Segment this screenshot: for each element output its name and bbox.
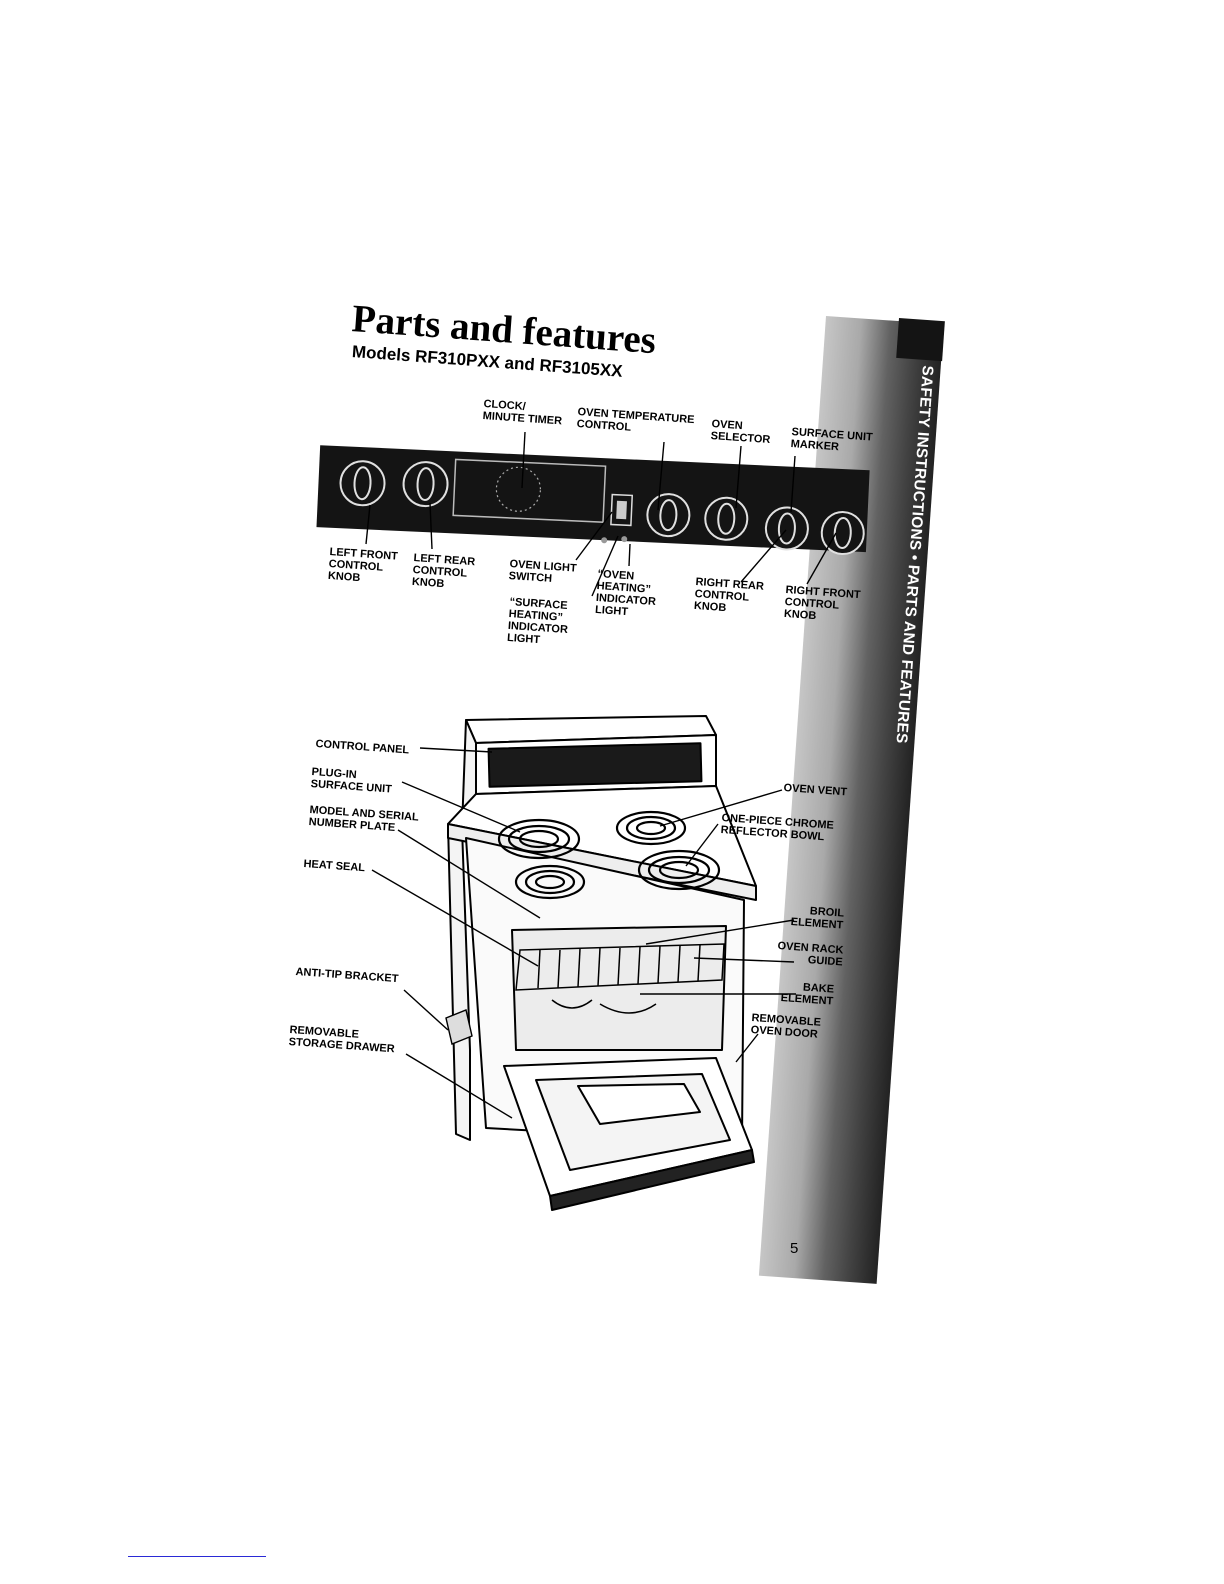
label-right-rear-control-knob: RIGHT REAR CONTROL KNOB — [693, 576, 765, 615]
footnote-rule — [128, 1556, 266, 1557]
label-right-front-control-knob: RIGHT FRONT CONTROL KNOB — [783, 584, 861, 623]
page-number: 5 — [790, 1240, 799, 1257]
label-surface-heating-indicator-light: “SURFACE HEATING” INDICATOR LIGHT — [506, 596, 569, 647]
control-panel-diagram — [316, 445, 870, 556]
anti-tip-bracket — [445, 1009, 473, 1045]
label-oven-selector: OVEN SELECTOR — [710, 418, 771, 447]
label-oven-heating-indicator-light: “OVEN HEATING” INDICATOR LIGHT — [594, 568, 657, 619]
label-removable-oven-door: REMOVABLE OVEN DOOR — [750, 1012, 822, 1041]
label-oven-light-switch: OVEN LIGHT SWITCH — [508, 558, 578, 585]
label-bake-element: BAKE ELEMENT — [780, 981, 835, 1008]
label-left-rear-control-knob: LEFT REAR CONTROL KNOB — [411, 552, 476, 591]
oven-rack — [515, 943, 725, 1014]
label-oven-rack-guide: OVEN RACK GUIDE — [777, 940, 844, 969]
surface-units — [497, 810, 721, 900]
label-left-front-control-knob: LEFT FRONT CONTROL KNOB — [327, 546, 399, 585]
range-body — [447, 715, 757, 1211]
label-broil-element: BROIL ELEMENT — [790, 905, 845, 932]
